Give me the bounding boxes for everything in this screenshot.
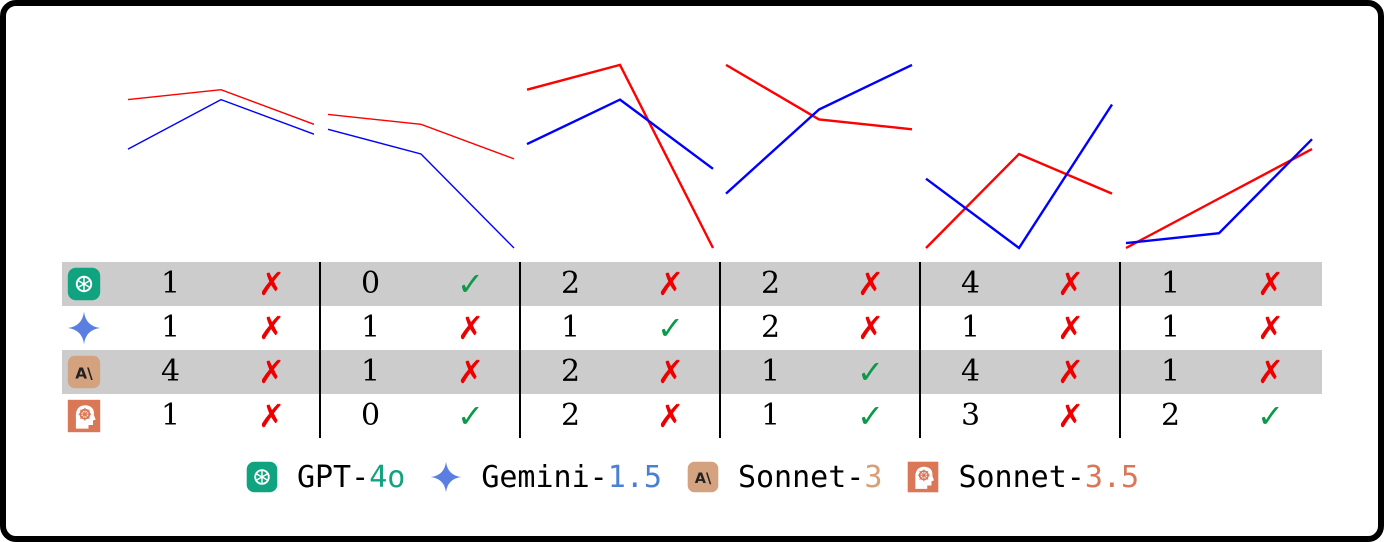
sonnet-3-5-logo-icon xyxy=(906,460,958,494)
red-series-line xyxy=(1125,148,1313,250)
red-series-line xyxy=(725,63,913,131)
gpt-4o-logo-icon xyxy=(66,266,102,302)
cross-mark-icon: ✗ xyxy=(1057,397,1084,435)
column-divider xyxy=(519,262,521,438)
check-mark-icon: ✓ xyxy=(1257,397,1284,435)
legend-label-prefix: Gemini- xyxy=(481,459,608,495)
cross-mark-icon: ✗ xyxy=(1257,353,1284,391)
line-panel xyxy=(127,88,315,150)
column-divider xyxy=(919,262,921,438)
legend-label-version: 4o xyxy=(369,459,406,495)
check-mark-icon: ✓ xyxy=(857,397,884,435)
cross-mark-icon: ✗ xyxy=(258,309,285,347)
cross-mark-icon: ✗ xyxy=(1057,265,1084,303)
gpt-4o-logo-icon xyxy=(245,460,297,494)
legend-label-prefix: GPT- xyxy=(296,459,370,495)
legend-item: A\ Sonnet-3 xyxy=(686,459,883,495)
blue-series-line xyxy=(327,128,515,249)
score-value: 2 xyxy=(760,266,781,301)
score-value: 1 xyxy=(360,310,381,345)
blue-series-line xyxy=(725,63,913,195)
cross-mark-icon: ✗ xyxy=(258,397,285,435)
legend-label-version: 3 xyxy=(864,459,883,495)
cross-mark-icon: ✗ xyxy=(657,265,684,303)
blue-series-line xyxy=(925,103,1114,250)
cross-mark-icon: ✗ xyxy=(258,265,285,303)
sonnet-3-logo-icon: A\ xyxy=(66,354,102,390)
score-value: 1 xyxy=(1160,354,1181,389)
score-value: 4 xyxy=(960,266,981,301)
score-value: 1 xyxy=(960,310,981,345)
cross-mark-icon: ✗ xyxy=(657,397,684,435)
line-panel xyxy=(526,63,715,249)
legend-label-prefix: Sonnet- xyxy=(737,459,865,495)
score-value: 2 xyxy=(560,266,581,301)
score-value: 2 xyxy=(560,398,581,433)
sonnet-3-logo-icon: A\ xyxy=(686,460,738,494)
legend-item: GPT-4o xyxy=(245,460,405,495)
line-panels xyxy=(127,63,1313,250)
red-series-line xyxy=(526,63,715,249)
line-panel xyxy=(327,113,515,249)
svg-text:A\: A\ xyxy=(695,471,712,487)
column-divider xyxy=(1119,262,1121,438)
svg-text:A\: A\ xyxy=(75,364,93,382)
score-value: 1 xyxy=(360,354,381,389)
legend-item: Gemini-1.5 xyxy=(429,460,662,495)
cross-mark-icon: ✗ xyxy=(1257,265,1284,303)
score-value: 1 xyxy=(760,398,781,433)
score-value: 0 xyxy=(360,266,381,301)
score-value: 1 xyxy=(560,310,581,345)
table-row xyxy=(62,262,1322,306)
score-value: 1 xyxy=(1160,310,1181,345)
check-mark-icon: ✓ xyxy=(457,265,484,303)
sonnet-3-5-logo-icon xyxy=(66,398,102,434)
blue-series-line xyxy=(1125,138,1313,245)
score-value: 4 xyxy=(160,354,181,389)
check-mark-icon: ✓ xyxy=(657,309,684,347)
check-mark-icon: ✓ xyxy=(857,353,884,391)
cross-mark-icon: ✗ xyxy=(457,353,484,391)
legend-label-version: 1.5 xyxy=(607,459,662,495)
blue-series-line xyxy=(127,98,315,150)
legend-item: Sonnet-3.5 xyxy=(906,460,1139,495)
score-value: 4 xyxy=(960,354,981,389)
legend-label-prefix: Sonnet- xyxy=(958,459,1085,495)
table-row xyxy=(62,350,1322,394)
cross-mark-icon: ✗ xyxy=(1057,353,1084,391)
score-value: 1 xyxy=(1160,266,1181,301)
legend-label-version: 3.5 xyxy=(1084,459,1140,495)
red-series-line xyxy=(925,152,1113,249)
gemini-logo-icon xyxy=(429,460,481,494)
column-divider xyxy=(719,262,721,438)
score-value: 1 xyxy=(760,354,781,389)
red-series-line xyxy=(327,113,515,160)
red-series-line xyxy=(127,88,315,125)
score-value: 3 xyxy=(960,398,981,433)
cross-mark-icon: ✗ xyxy=(1057,309,1084,347)
cross-mark-icon: ✗ xyxy=(657,353,684,391)
blue-series-line xyxy=(526,98,714,170)
score-value: 1 xyxy=(160,310,181,345)
cross-mark-icon: ✗ xyxy=(457,309,484,347)
line-panel xyxy=(1125,138,1313,250)
cross-mark-icon: ✗ xyxy=(258,353,285,391)
line-panel xyxy=(725,63,913,195)
score-value: 0 xyxy=(360,398,381,433)
cross-mark-icon: ✗ xyxy=(857,309,884,347)
line-panel xyxy=(925,103,1114,250)
score-value: 2 xyxy=(760,310,781,345)
check-mark-icon: ✓ xyxy=(457,397,484,435)
column-divider xyxy=(319,262,321,438)
cross-mark-icon: ✗ xyxy=(1257,309,1284,347)
score-value: 1 xyxy=(160,398,181,433)
score-value: 2 xyxy=(560,354,581,389)
score-value: 2 xyxy=(1160,398,1181,433)
gemini-logo-icon xyxy=(66,310,102,346)
cross-mark-icon: ✗ xyxy=(857,265,884,303)
score-value: 1 xyxy=(160,266,181,301)
